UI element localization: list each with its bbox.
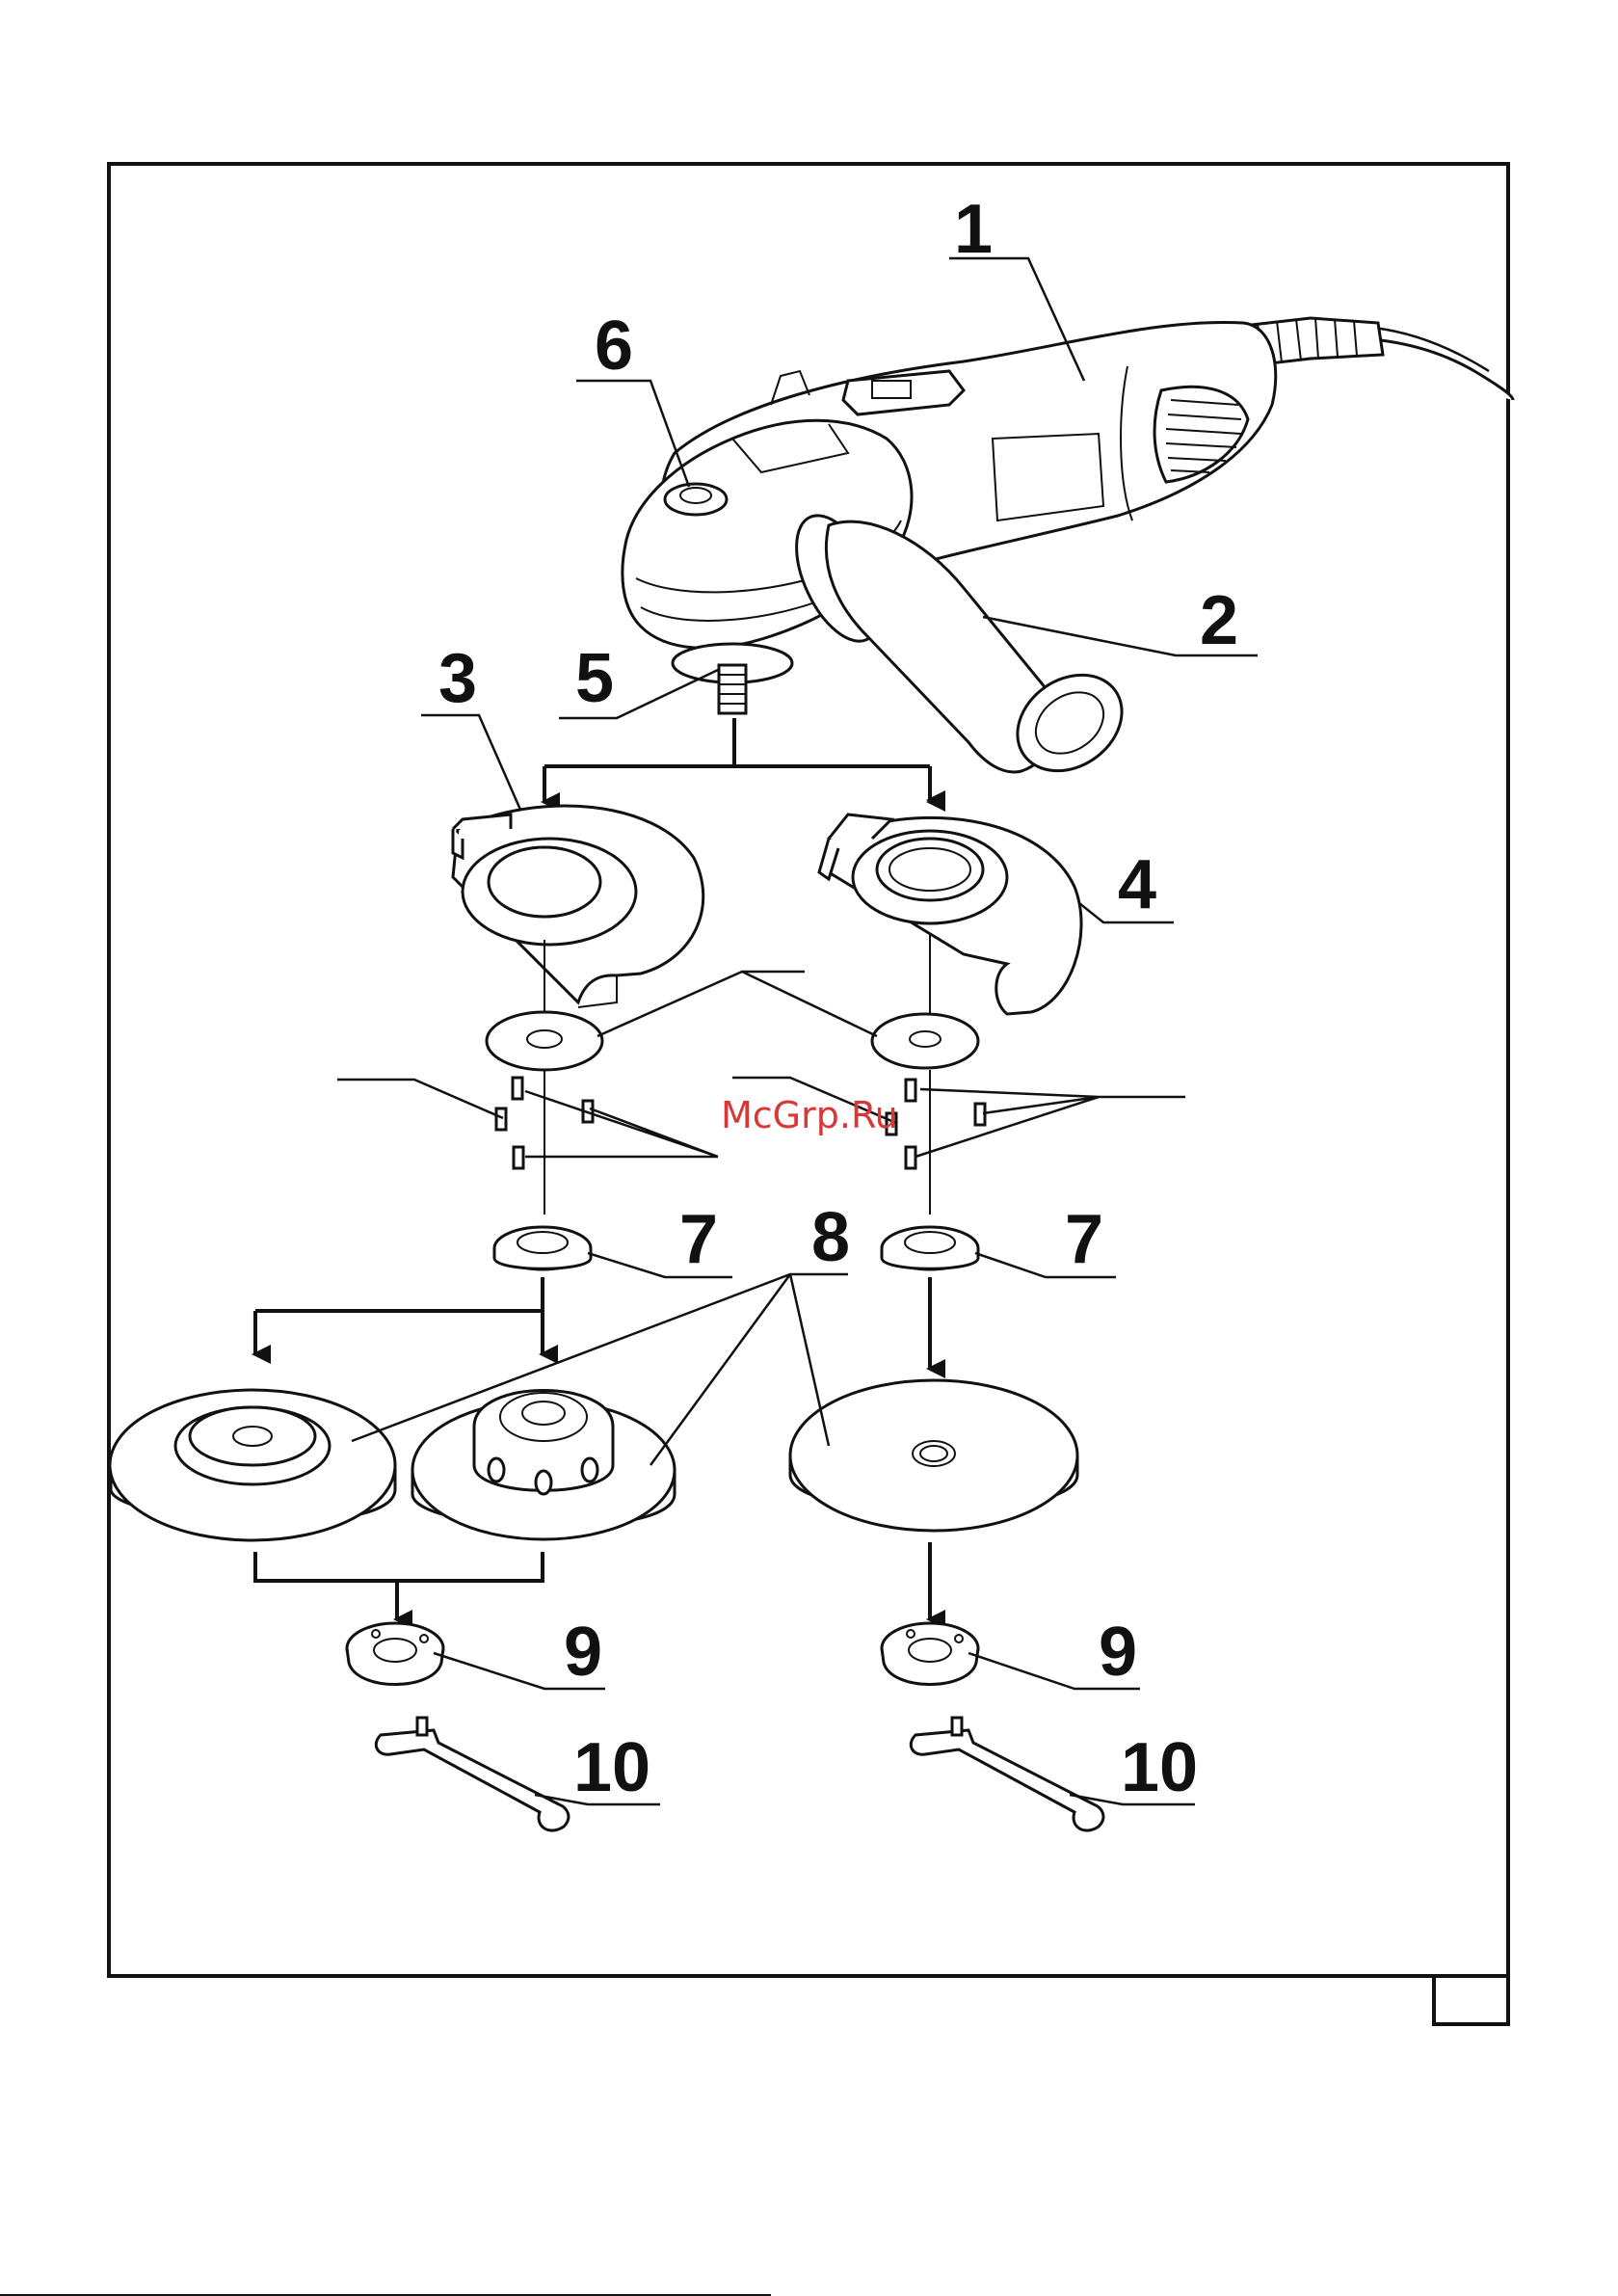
label-7-left: 7 — [679, 1201, 718, 1278]
screws-right — [887, 1080, 985, 1168]
disc-right — [790, 1380, 1077, 1531]
label-7-right: 7 — [1065, 1201, 1103, 1278]
label-10-left: 10 — [573, 1729, 650, 1806]
outer-flange-left — [347, 1623, 443, 1685]
label-8: 8 — [811, 1199, 850, 1276]
watermark: McGrp.Ru — [721, 1094, 898, 1136]
angle-grinder — [623, 318, 1513, 790]
outer-flange-right — [882, 1623, 978, 1685]
guard-4 — [819, 814, 1081, 1014]
inner-flange-left — [494, 1227, 591, 1269]
vent-slots-icon — [1154, 387, 1248, 482]
label-9-right: 9 — [1099, 1614, 1137, 1691]
label-4: 4 — [1118, 846, 1156, 923]
guard-3 — [453, 806, 703, 1007]
leader-plate — [597, 972, 877, 1036]
branch-arrow-top — [544, 718, 930, 800]
label-2: 2 — [1200, 582, 1238, 659]
disc-middle — [412, 1391, 675, 1540]
label-10-right: 10 — [1121, 1729, 1198, 1806]
leader-3 — [421, 715, 520, 810]
spanner-left — [376, 1718, 569, 1830]
clamp-plate-left — [487, 1012, 602, 1070]
label-1: 1 — [954, 191, 993, 268]
label-5: 5 — [575, 640, 614, 717]
label-9-left: 9 — [564, 1614, 602, 1691]
disc-left — [110, 1390, 395, 1540]
spindle-shaft — [719, 665, 746, 713]
clamp-plate-right — [872, 1014, 978, 1068]
label-3: 3 — [438, 640, 477, 717]
label-6: 6 — [595, 307, 633, 385]
inner-flange-right — [882, 1227, 978, 1269]
page-number-box — [1434, 1976, 1508, 2024]
spanner-right — [911, 1718, 1103, 1830]
